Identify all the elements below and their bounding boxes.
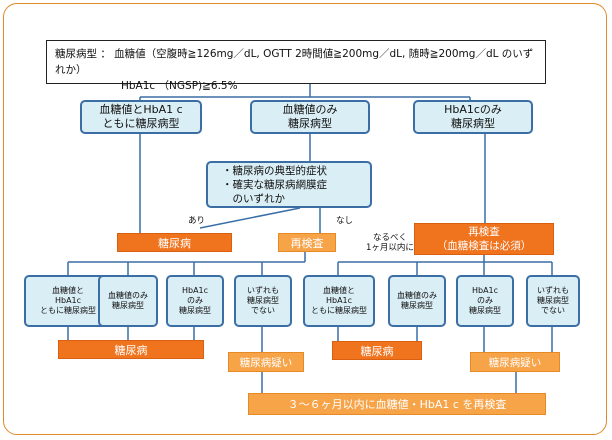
criteria-line-2: HbA1c （NGSP)≧6.5%	[121, 80, 238, 92]
followup-box: ３～６ヶ月以内に血糖値・HbA1 c を再検査	[248, 393, 546, 415]
suspected-box-right: 糖尿病疑い	[470, 352, 560, 372]
diabetes-box-3: 糖尿病	[332, 341, 422, 360]
symptoms-box: ・糖尿病の典型的症状 ・確実な糖尿病網膜症 のいずれか	[206, 161, 372, 208]
label-yes: あり	[188, 216, 206, 226]
retest-required-box: 再検査 （血糖検査は必須）	[414, 223, 554, 255]
label-within-month: なるべく 1ヶ月以内に	[366, 233, 414, 253]
right-retest-neither: いずれも 糖尿病型 でない	[526, 275, 580, 327]
criteria-line-1: 糖尿病型 ： 血糖値（空腹時≧126mg／dL, OGTT 2時間値≧200mg…	[55, 48, 534, 76]
top-glucose-only-box: 血糖値のみ 糖尿病型	[250, 100, 370, 134]
right-retest-glucose-only: 血糖値のみ 糖尿病型	[388, 275, 446, 327]
suspected-box-left: 糖尿病疑い	[228, 352, 304, 372]
top-both-box: 血糖値とHbA1 c ともに糖尿病型	[80, 100, 202, 134]
criteria-box: 糖尿病型 ： 血糖値（空腹時≧126mg／dL, OGTT 2時間値≧200mg…	[46, 40, 546, 92]
left-retest-hba1c-only: HbA1c のみ 糖尿病型	[166, 275, 224, 327]
diabetes-box-1: 糖尿病	[117, 233, 232, 252]
top-hba1c-only-box: HbA1cのみ 糖尿病型	[413, 100, 533, 134]
retest-box: 再検査	[278, 233, 336, 252]
diabetes-box-2: 糖尿病	[58, 340, 204, 359]
left-retest-glucose-only: 血糖値のみ 糖尿病型	[98, 275, 158, 327]
left-retest-neither: いずれも 糖尿病型 でない	[234, 275, 292, 327]
outer-frame	[3, 3, 607, 435]
label-no: なし	[336, 216, 354, 226]
right-retest-both: 血糖値と HbA1c ともに糖尿病型	[303, 275, 375, 327]
right-retest-hba1c-only: HbA1c のみ 糖尿病型	[456, 275, 514, 327]
left-retest-both: 血糖値と HbA1c ともに糖尿病型	[24, 275, 112, 327]
